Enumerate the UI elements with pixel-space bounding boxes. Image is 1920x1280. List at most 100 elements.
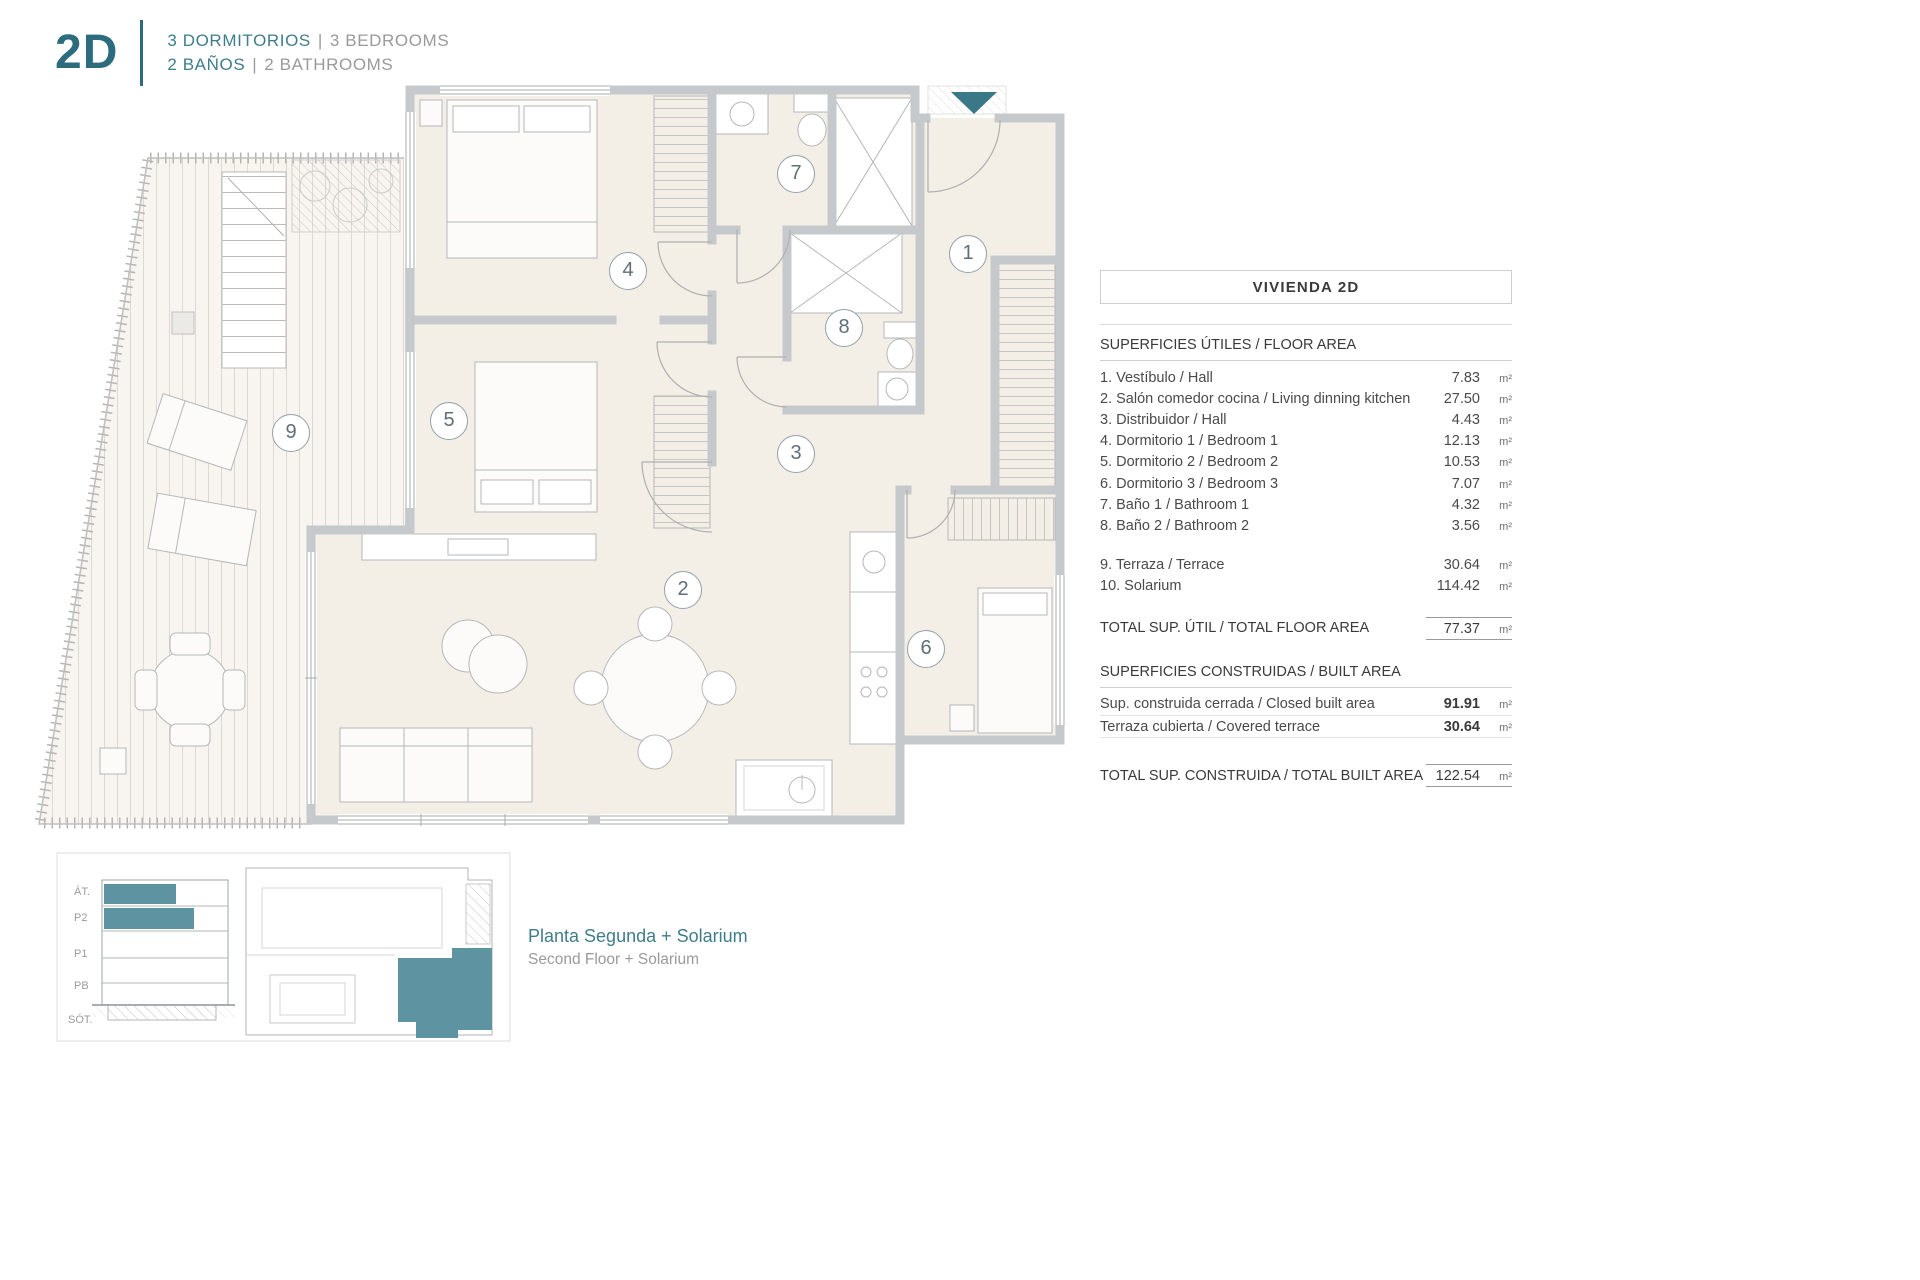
total-built-area-row: TOTAL SUP. CONSTRUIDA / TOTAL BUILT AREA… xyxy=(1100,764,1512,788)
area-row: 1. Vestíbulo / Hall 7.83 m² xyxy=(1100,367,1512,388)
total-value: 77.37 xyxy=(1443,620,1480,637)
terrace-furniture xyxy=(99,393,257,775)
bedrooms-line: 3 DORMITORIOS|3 BEDROOMS xyxy=(167,31,449,51)
room-label-9: 9 xyxy=(272,414,310,452)
stairs xyxy=(221,171,287,369)
area-value: 3.56 xyxy=(1451,517,1480,534)
room-label-3: 3 xyxy=(777,435,815,473)
area-value: 7.07 xyxy=(1451,475,1480,492)
entrance-marker-icon xyxy=(951,92,997,114)
total-floor-area-row: TOTAL SUP. ÚTIL / TOTAL FLOOR AREA 77.37… xyxy=(1100,616,1512,640)
unit-code: 2D xyxy=(55,26,119,79)
kitchen-counter xyxy=(849,531,899,745)
room-label-4: 4 xyxy=(609,252,647,290)
area-value: 7.83 xyxy=(1451,369,1480,386)
area-row: 9. Terraza / Terrace 30.64 m² xyxy=(1100,555,1512,576)
elevation-label-p1: P1 xyxy=(74,948,88,960)
area-unit: m² xyxy=(1499,372,1512,385)
header-lines: 3 DORMITORIOS|3 BEDROOMS 2 BAÑOS|2 BATHR… xyxy=(167,31,449,75)
built-area-section: SUPERFICIES CONSTRUIDAS / BUILT AREA Sup… xyxy=(1100,664,1512,739)
key-plan xyxy=(245,867,493,1038)
elevation-label-pb: PB xyxy=(74,980,89,992)
area-unit: m² xyxy=(1499,771,1512,784)
area-label: 7. Baño 1 / Bathroom 1 xyxy=(1100,496,1250,513)
walls xyxy=(306,85,1065,825)
panel-rule xyxy=(1100,324,1512,325)
plan-caption: Planta Segunda + Solarium Second Floor +… xyxy=(528,926,748,969)
bathrooms-line: 2 BAÑOS | 2 BATHROOMS xyxy=(167,55,449,75)
panel-title: VIVIENDA 2D xyxy=(1100,270,1512,304)
areas-panel: VIVIENDA 2D SUPERFICIES ÚTILES / FLOOR A… xyxy=(1100,270,1512,788)
area-value: 30.64 xyxy=(1443,557,1480,574)
room-label-5: 5 xyxy=(430,402,468,440)
room-label-2: 2 xyxy=(664,571,702,609)
laundry-unit xyxy=(735,759,833,817)
area-label: 5. Dormitorio 2 / Bedroom 2 xyxy=(1100,454,1279,471)
total-label: TOTAL SUP. CONSTRUIDA / TOTAL BUILT AREA xyxy=(1100,767,1424,784)
area-label: 1. Vestíbulo / Hall xyxy=(1100,369,1213,386)
area-row: 2. Salón comedor cocina / Living dinning… xyxy=(1100,388,1512,409)
door-swings xyxy=(641,119,1001,539)
area-value: 4.32 xyxy=(1451,496,1480,513)
room-label-1: 1 xyxy=(949,235,987,273)
room-label-8: 8 xyxy=(825,309,863,347)
floor-area-header: SUPERFICIES ÚTILES / FLOOR AREA xyxy=(1100,337,1512,361)
total-value-wrap: 122.54 m² xyxy=(1426,764,1512,788)
area-unit: m² xyxy=(1499,699,1512,712)
area-row: Terraza cubierta / Covered terrace 30.64 m… xyxy=(1100,716,1512,739)
total-value: 122.54 xyxy=(1435,768,1480,785)
area-unit: m² xyxy=(1499,478,1512,491)
area-unit: m² xyxy=(1499,436,1512,449)
area-unit: m² xyxy=(1499,520,1512,533)
room-label-7: 7 xyxy=(777,155,815,193)
key-diagram-box xyxy=(56,852,511,1042)
area-value: 10.53 xyxy=(1443,454,1480,471)
area-unit: m² xyxy=(1499,623,1512,636)
elevation-label-atico: ÁT. xyxy=(74,886,90,898)
area-label: 2. Salón comedor cocina / Living dinning… xyxy=(1100,390,1411,407)
floor-area-rows: 1. Vestíbulo / Hall 7.83 m² 2. Salón comed… xyxy=(1100,367,1512,597)
separator: | xyxy=(252,55,258,74)
area-row: Sup. construida cerrada / Closed built a… xyxy=(1100,694,1512,717)
shower-boxes xyxy=(789,97,913,314)
highlighted-unit xyxy=(398,948,492,1038)
building-elevation xyxy=(92,879,235,1021)
area-value: 30.64 xyxy=(1443,718,1480,735)
area-value: 91.91 xyxy=(1443,696,1480,713)
area-value: 4.43 xyxy=(1451,411,1480,428)
bathrooms-en: 2 BATHROOMS xyxy=(264,55,394,74)
separator: | xyxy=(317,31,323,50)
header-divider xyxy=(140,20,144,86)
wardrobes xyxy=(653,95,1056,541)
built-area-header: SUPERFICIES CONSTRUIDAS / BUILT AREA xyxy=(1100,664,1512,688)
area-value: 12.13 xyxy=(1443,433,1480,450)
living-furniture xyxy=(339,533,737,803)
elevation-label-sotano: SÓT. xyxy=(68,1014,93,1026)
area-label: 9. Terraza / Terrace xyxy=(1100,557,1225,574)
planter xyxy=(171,159,401,335)
area-label: 6. Dormitorio 3 / Bedroom 3 xyxy=(1100,475,1279,492)
beds xyxy=(419,99,1053,734)
row-spacer xyxy=(1100,537,1512,555)
bedrooms-es: 3 DORMITORIOS xyxy=(167,31,311,50)
windows xyxy=(305,84,1066,826)
area-row: 6. Dormitorio 3 / Bedroom 3 7.07 m² xyxy=(1100,473,1512,494)
area-value: 114.42 xyxy=(1436,578,1480,595)
area-unit: m² xyxy=(1499,581,1512,594)
elevation-label-p2: P2 xyxy=(74,912,88,924)
area-label: 3. Distribuidor / Hall xyxy=(1100,411,1227,428)
area-unit: m² xyxy=(1499,560,1512,573)
area-label: Terraza cubierta / Covered terrace xyxy=(1100,718,1321,735)
area-unit: m² xyxy=(1499,721,1512,734)
caption-es: Planta Segunda + Solarium xyxy=(528,926,748,946)
caption-en: Second Floor + Solarium xyxy=(528,951,700,968)
bathrooms-es: 2 BAÑOS xyxy=(167,55,246,74)
area-value: 27.50 xyxy=(1443,390,1480,407)
total-label: TOTAL SUP. ÚTIL / TOTAL FLOOR AREA xyxy=(1100,620,1370,637)
